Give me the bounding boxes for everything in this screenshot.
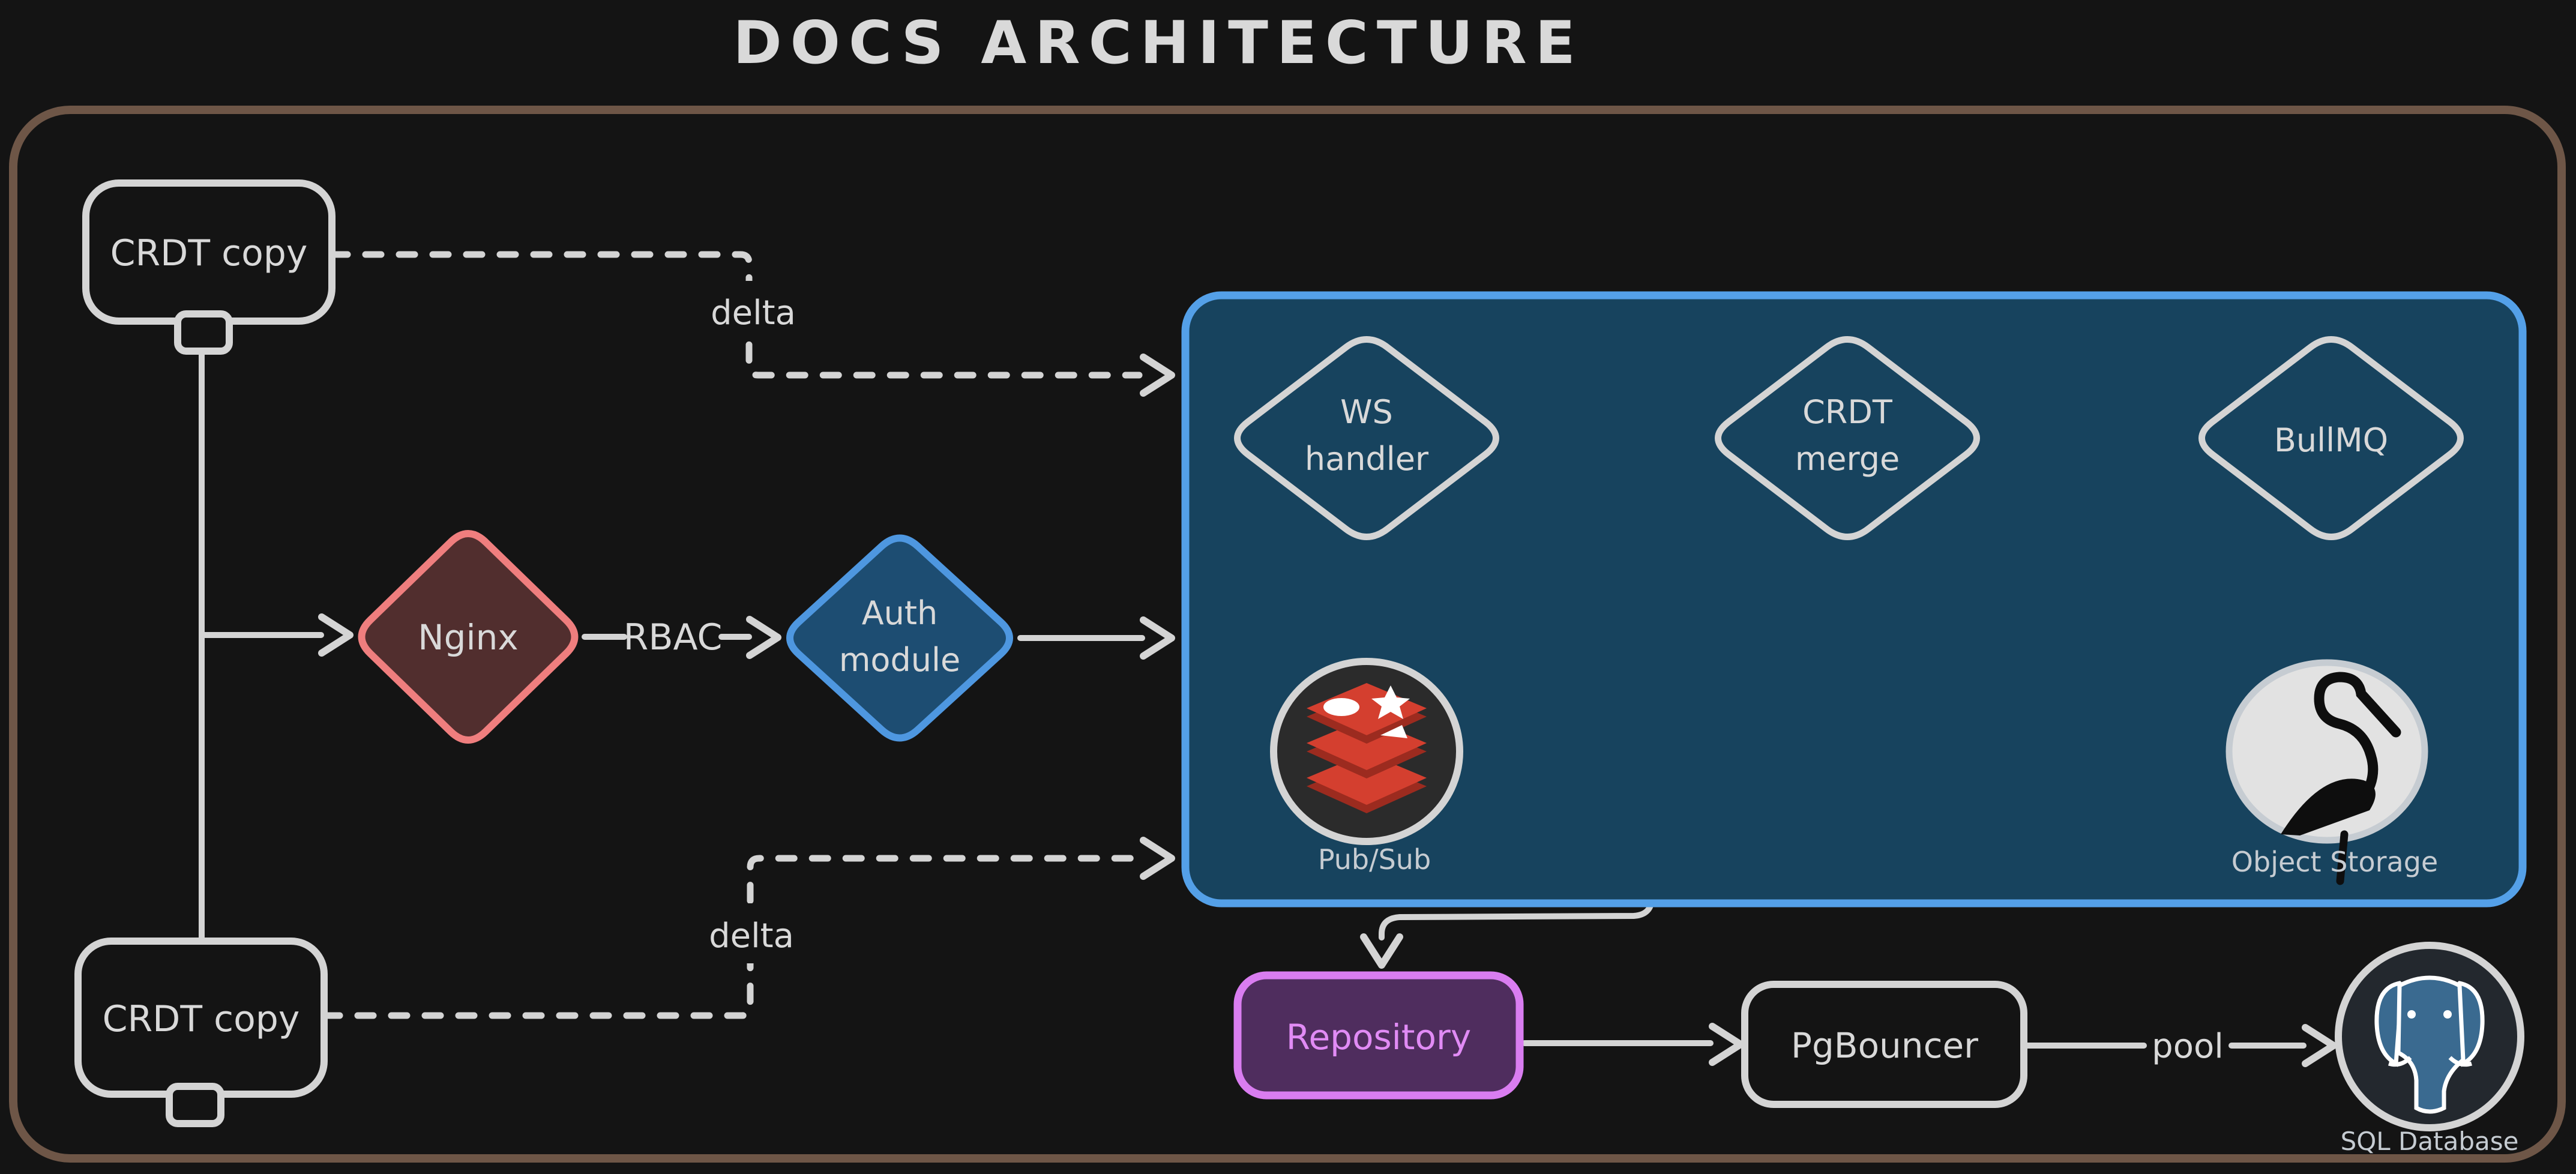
auth-module-label-line2: module <box>839 641 960 679</box>
ws-handler-label-line2: handler <box>1305 440 1429 478</box>
node-sql-database: SQL Database <box>2335 942 2524 1156</box>
node-crdt-merge: CRDT merge <box>1715 336 1980 540</box>
crdt-copy-bottom-label: CRDT copy <box>103 998 300 1040</box>
arrowhead-delta-top <box>1140 354 1175 397</box>
node-object-storage: Object Storage <box>2225 659 2438 885</box>
arrowhead-pgbouncer <box>1709 1023 1744 1066</box>
repository-label: Repository <box>1286 1017 1471 1058</box>
stork-icon <box>2281 672 2401 885</box>
postgresql-elephant-icon <box>2374 975 2485 1114</box>
sql-database-label: SQL Database <box>2341 1127 2519 1156</box>
page-title: DOCS ARCHITECTURE <box>733 9 1583 77</box>
service-container <box>1181 291 2527 908</box>
arrowhead-postgres <box>2302 1024 2337 1067</box>
arrowhead-nginx <box>318 613 354 657</box>
ws-handler-label-line1: WS <box>1340 393 1393 431</box>
arrowhead-repository <box>1360 933 1403 969</box>
delta-top-label-mask <box>702 281 801 341</box>
bullmq-label: BullMQ <box>2274 421 2388 459</box>
auth-module-label-line1: Auth <box>862 594 938 632</box>
nginx-label: Nginx <box>418 617 518 658</box>
redis-icon <box>1307 683 1427 813</box>
node-redis-pubsub: Pub/Sub <box>1270 658 1463 876</box>
pool-label: pool <box>2152 1027 2224 1066</box>
delta-bottom-label-mask <box>703 903 799 963</box>
arrowhead-delta-bottom <box>1140 837 1175 880</box>
node-ws-handler: WS handler <box>1234 336 1499 540</box>
arrowhead-container-mid <box>1140 616 1175 660</box>
rbac-label: RBAC <box>624 616 723 658</box>
delta-top-label: delta <box>711 294 796 333</box>
node-crdt-copy-bottom: CRDT copy <box>74 938 328 1127</box>
client-tab-top <box>174 310 233 355</box>
object-storage-label: Object Storage <box>2231 846 2438 878</box>
pubsub-label: Pub/Sub <box>1318 843 1431 876</box>
crdt-merge-label-line1: CRDT <box>1802 393 1893 431</box>
arrowhead-auth <box>746 616 781 659</box>
crdt-copy-top-label: CRDT copy <box>110 232 308 274</box>
node-crdt-copy-top: CRDT copy <box>82 179 336 355</box>
node-repository: Repository <box>1233 971 1524 1100</box>
outer-frame <box>9 106 2566 1163</box>
node-auth-module: Auth module <box>786 534 1013 742</box>
pgbouncer-label: PgBouncer <box>1791 1025 1978 1066</box>
node-nginx: Nginx <box>358 530 579 744</box>
crdt-merge-label-line2: merge <box>1795 440 1900 478</box>
client-tab-bottom <box>166 1083 224 1127</box>
delta-bottom-label: delta <box>709 917 794 956</box>
node-pgbouncer: PgBouncer <box>1741 981 2027 1108</box>
node-bullmq: BullMQ <box>2198 336 2464 540</box>
